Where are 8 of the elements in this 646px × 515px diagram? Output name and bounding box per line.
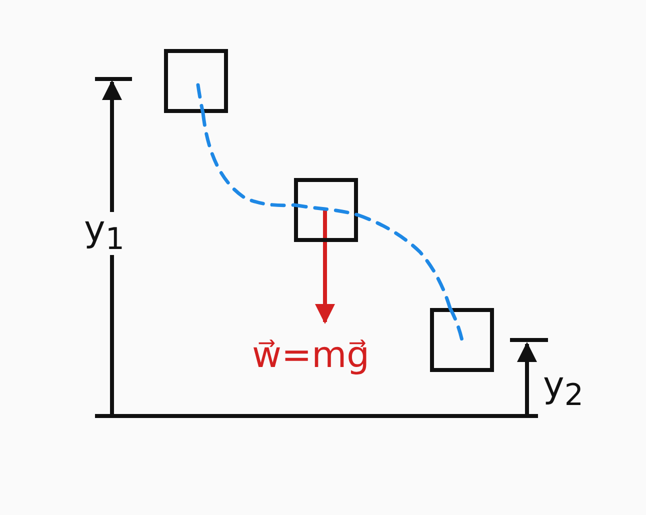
dashed-trajectory — [201, 111, 296, 208]
force-label: w⃗=mg⃗ — [252, 338, 370, 374]
block-square — [164, 49, 228, 113]
block-square — [430, 308, 494, 372]
dimension-label: y$_{2}$ — [543, 368, 584, 412]
dimension-label: y$_{1}$ — [84, 212, 124, 256]
block-square — [294, 178, 358, 242]
dashed-trajectory — [356, 213, 452, 310]
